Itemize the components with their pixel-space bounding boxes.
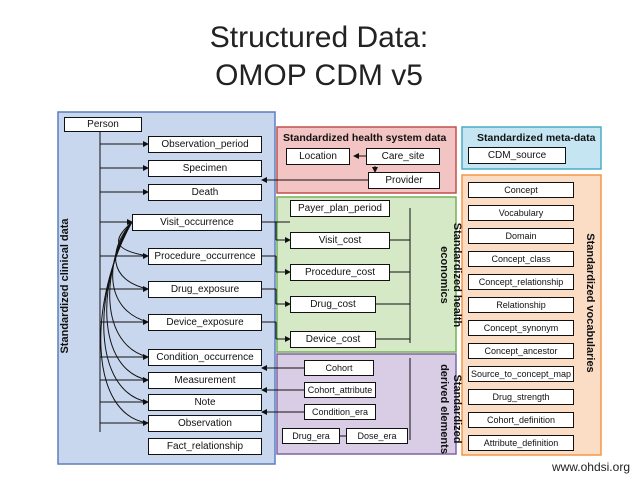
table-payer-plan-period[interactable]: Payer_plan_period bbox=[290, 200, 390, 217]
region-label-economics-line-1: Standardized health bbox=[451, 222, 463, 328]
table-procedure-cost[interactable]: Procedure_cost bbox=[290, 264, 390, 281]
table-drug-era[interactable]: Drug_era bbox=[282, 428, 340, 444]
table-attribute-definition[interactable]: Attribute_definition bbox=[468, 435, 574, 451]
table-source-to-concept-map[interactable]: Source_to_concept_map bbox=[468, 366, 574, 382]
table-procedure-occurrence[interactable]: Procedure_occurrence bbox=[148, 248, 262, 265]
table-dose-era[interactable]: Dose_era bbox=[346, 428, 408, 444]
region-label-health-system: Standardized health system data bbox=[283, 132, 447, 144]
table-fact-relationship[interactable]: Fact_relationship bbox=[148, 438, 262, 455]
table-observation-period[interactable]: Observation_period bbox=[148, 136, 262, 153]
region-label-economics: Standardized health economics bbox=[437, 210, 463, 340]
table-concept-class[interactable]: Concept_class bbox=[468, 251, 574, 267]
table-visit-occurrence[interactable]: Visit_occurrence bbox=[132, 214, 262, 231]
table-concept-synonym[interactable]: Concept_synonym bbox=[468, 320, 574, 336]
table-location[interactable]: Location bbox=[286, 148, 350, 165]
region-vocab bbox=[461, 174, 602, 456]
table-cdm-source[interactable]: CDM_source bbox=[468, 147, 566, 164]
table-device-cost[interactable]: Device_cost bbox=[290, 331, 376, 348]
table-observation[interactable]: Observation bbox=[148, 415, 262, 432]
region-label-vocab: Standardized vocabularies bbox=[584, 233, 596, 373]
region-label-meta: Standardized meta-data bbox=[477, 132, 596, 144]
page-title-line-1: Structured Data: bbox=[209, 21, 429, 54]
table-vocabulary[interactable]: Vocabulary bbox=[468, 205, 574, 221]
table-cohort-definition[interactable]: Cohort_definition bbox=[468, 412, 574, 428]
table-domain[interactable]: Domain bbox=[468, 228, 574, 244]
table-concept-ancestor[interactable]: Concept_ancestor bbox=[468, 343, 574, 359]
table-note[interactable]: Note bbox=[148, 394, 262, 411]
table-provider[interactable]: Provider bbox=[368, 172, 440, 189]
table-device-exposure[interactable]: Device_exposure bbox=[148, 314, 262, 331]
table-drug-cost[interactable]: Drug_cost bbox=[290, 296, 376, 313]
table-cohort[interactable]: Cohort bbox=[304, 360, 374, 376]
table-condition-era[interactable]: Condition_era bbox=[304, 404, 376, 420]
region-label-derived-line-1: Standardized bbox=[451, 374, 463, 444]
table-concept-relationship[interactable]: Concept_relationship bbox=[468, 274, 574, 290]
table-measurement[interactable]: Measurement bbox=[148, 372, 262, 389]
table-drug-exposure[interactable]: Drug_exposure bbox=[148, 281, 262, 298]
region-label-economics-line-2: economics bbox=[438, 246, 450, 304]
table-specimen[interactable]: Specimen bbox=[148, 160, 262, 177]
region-label-clinical: Standardized clinical data bbox=[59, 218, 71, 354]
table-relationship[interactable]: Relationship bbox=[468, 297, 574, 313]
table-death[interactable]: Death bbox=[148, 184, 262, 201]
table-condition-occurrence[interactable]: Condition_occurrence bbox=[148, 349, 262, 366]
region-label-derived: Standardized derived elements bbox=[437, 344, 463, 474]
table-concept[interactable]: Concept bbox=[468, 182, 574, 198]
table-care-site[interactable]: Care_site bbox=[366, 148, 440, 165]
table-person[interactable]: Person bbox=[64, 117, 142, 132]
table-visit-cost[interactable]: Visit_cost bbox=[290, 232, 390, 249]
region-label-derived-line-2: derived elements bbox=[438, 364, 450, 454]
table-drug-strength[interactable]: Drug_strength bbox=[468, 389, 574, 405]
table-cohort-attribute[interactable]: Cohort_attribute bbox=[304, 382, 376, 398]
page-title-line-2: OMOP CDM v5 bbox=[215, 59, 423, 92]
footer-url[interactable]: www.ohdsi.org bbox=[551, 460, 630, 474]
